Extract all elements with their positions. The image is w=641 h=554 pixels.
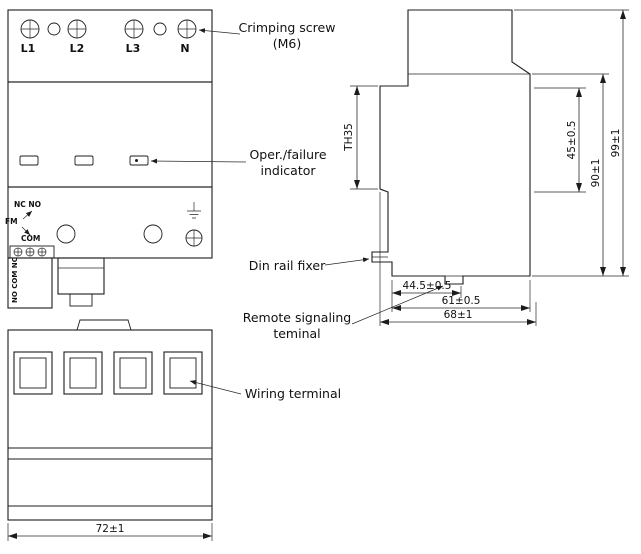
- callout-din-rail-fixer: Din rail fixer: [249, 258, 326, 273]
- callout-remote-signaling-line2: teminal: [273, 326, 320, 341]
- signal-terminal-block: [7, 257, 53, 309]
- leader-din-rail-fixer: [324, 257, 370, 266]
- test-button: [56, 224, 76, 244]
- indicator-window: [74, 155, 94, 166]
- din-clip-front: [57, 257, 105, 295]
- extension-lines: [350, 9, 629, 326]
- terminal-label-l1: L1: [21, 42, 36, 55]
- wiring-terminal: [163, 351, 203, 395]
- dim-rail-recess-height: 45±0.5: [566, 121, 578, 160]
- relay-label-nc-no: NC NO: [14, 200, 41, 209]
- fm-contact-arrow: [21, 226, 31, 236]
- side-view: TH35 45±0.5 90±1 99±1 44.5±0.5 61±0.5 68…: [343, 9, 629, 326]
- callout-oper-failure-line2: indicator: [260, 163, 316, 178]
- top-tab: [76, 319, 132, 331]
- wiring-terminal-opening: [119, 357, 147, 389]
- bottom-view: 72±1: [7, 319, 213, 541]
- dim-depth-to-terminal: 44.5±0.5: [403, 280, 452, 292]
- leader-wiring-terminal: [189, 380, 242, 395]
- din-clip-tab: [69, 293, 93, 307]
- relay-label-fm: FM: [5, 217, 18, 226]
- dim-total-depth: 68±1: [444, 309, 473, 321]
- wiring-terminal-opening: [169, 357, 197, 389]
- wiring-terminal: [63, 351, 103, 395]
- wiring-terminal-opening: [69, 357, 97, 389]
- test-button: [143, 224, 163, 244]
- leader-remote-signaling: [351, 285, 444, 325]
- dim-rail-type: TH35: [343, 123, 355, 152]
- release-hole-icon: [153, 22, 167, 36]
- fm-contact-arrow: [22, 210, 33, 220]
- ground-icon: [187, 202, 201, 219]
- screw-cross-slots: [21, 20, 196, 38]
- wiring-terminal: [113, 351, 153, 395]
- indicator-window: [19, 155, 39, 166]
- terminal-label-n: N: [180, 42, 189, 55]
- callout-crimping-screw-line1: Crimping screw: [239, 20, 336, 35]
- screw-cross-slot: [186, 230, 202, 246]
- bottom-view-outline: [7, 329, 213, 521]
- dim-total-height: 99±1: [610, 129, 622, 158]
- signal-screw-slots: [14, 248, 46, 256]
- wiring-terminal: [13, 351, 53, 395]
- relay-label-com: COM: [21, 234, 40, 243]
- release-hole-icon: [47, 22, 61, 36]
- relay-section-outline: [7, 186, 213, 259]
- dim-width: 72±1: [96, 523, 125, 535]
- terminal-label-l2: L2: [70, 42, 85, 55]
- wiring-terminal-opening: [19, 357, 47, 389]
- callout-oper-failure-line1: Oper./failure: [249, 147, 326, 162]
- callout-crimping-screw-line2: (M6): [273, 36, 302, 51]
- leader-oper-failure: [150, 158, 247, 164]
- callouts: Crimping screw (M6) Oper./failure indica…: [150, 20, 444, 401]
- callout-wiring-terminal: Wiring terminal: [245, 386, 341, 401]
- callout-remote-signaling-line1: Remote signaling: [243, 310, 352, 325]
- dim-body-height: 90±1: [590, 159, 602, 188]
- indicator-window: [129, 155, 149, 166]
- strip-label: NO COM NC: [11, 257, 19, 303]
- side-profile-outline: [371, 9, 531, 285]
- front-view: L1 L2 L3 N NC NO FM COM NO COM NC: [5, 9, 213, 309]
- terminal-label-l3: L3: [126, 42, 141, 55]
- side-internal-lines: [372, 73, 530, 277]
- indicator-mark: [135, 159, 138, 162]
- indicator-panel-outline: [7, 81, 213, 188]
- leader-crimping-screw: [198, 28, 241, 35]
- dim-body-depth: 61±0.5: [442, 295, 481, 307]
